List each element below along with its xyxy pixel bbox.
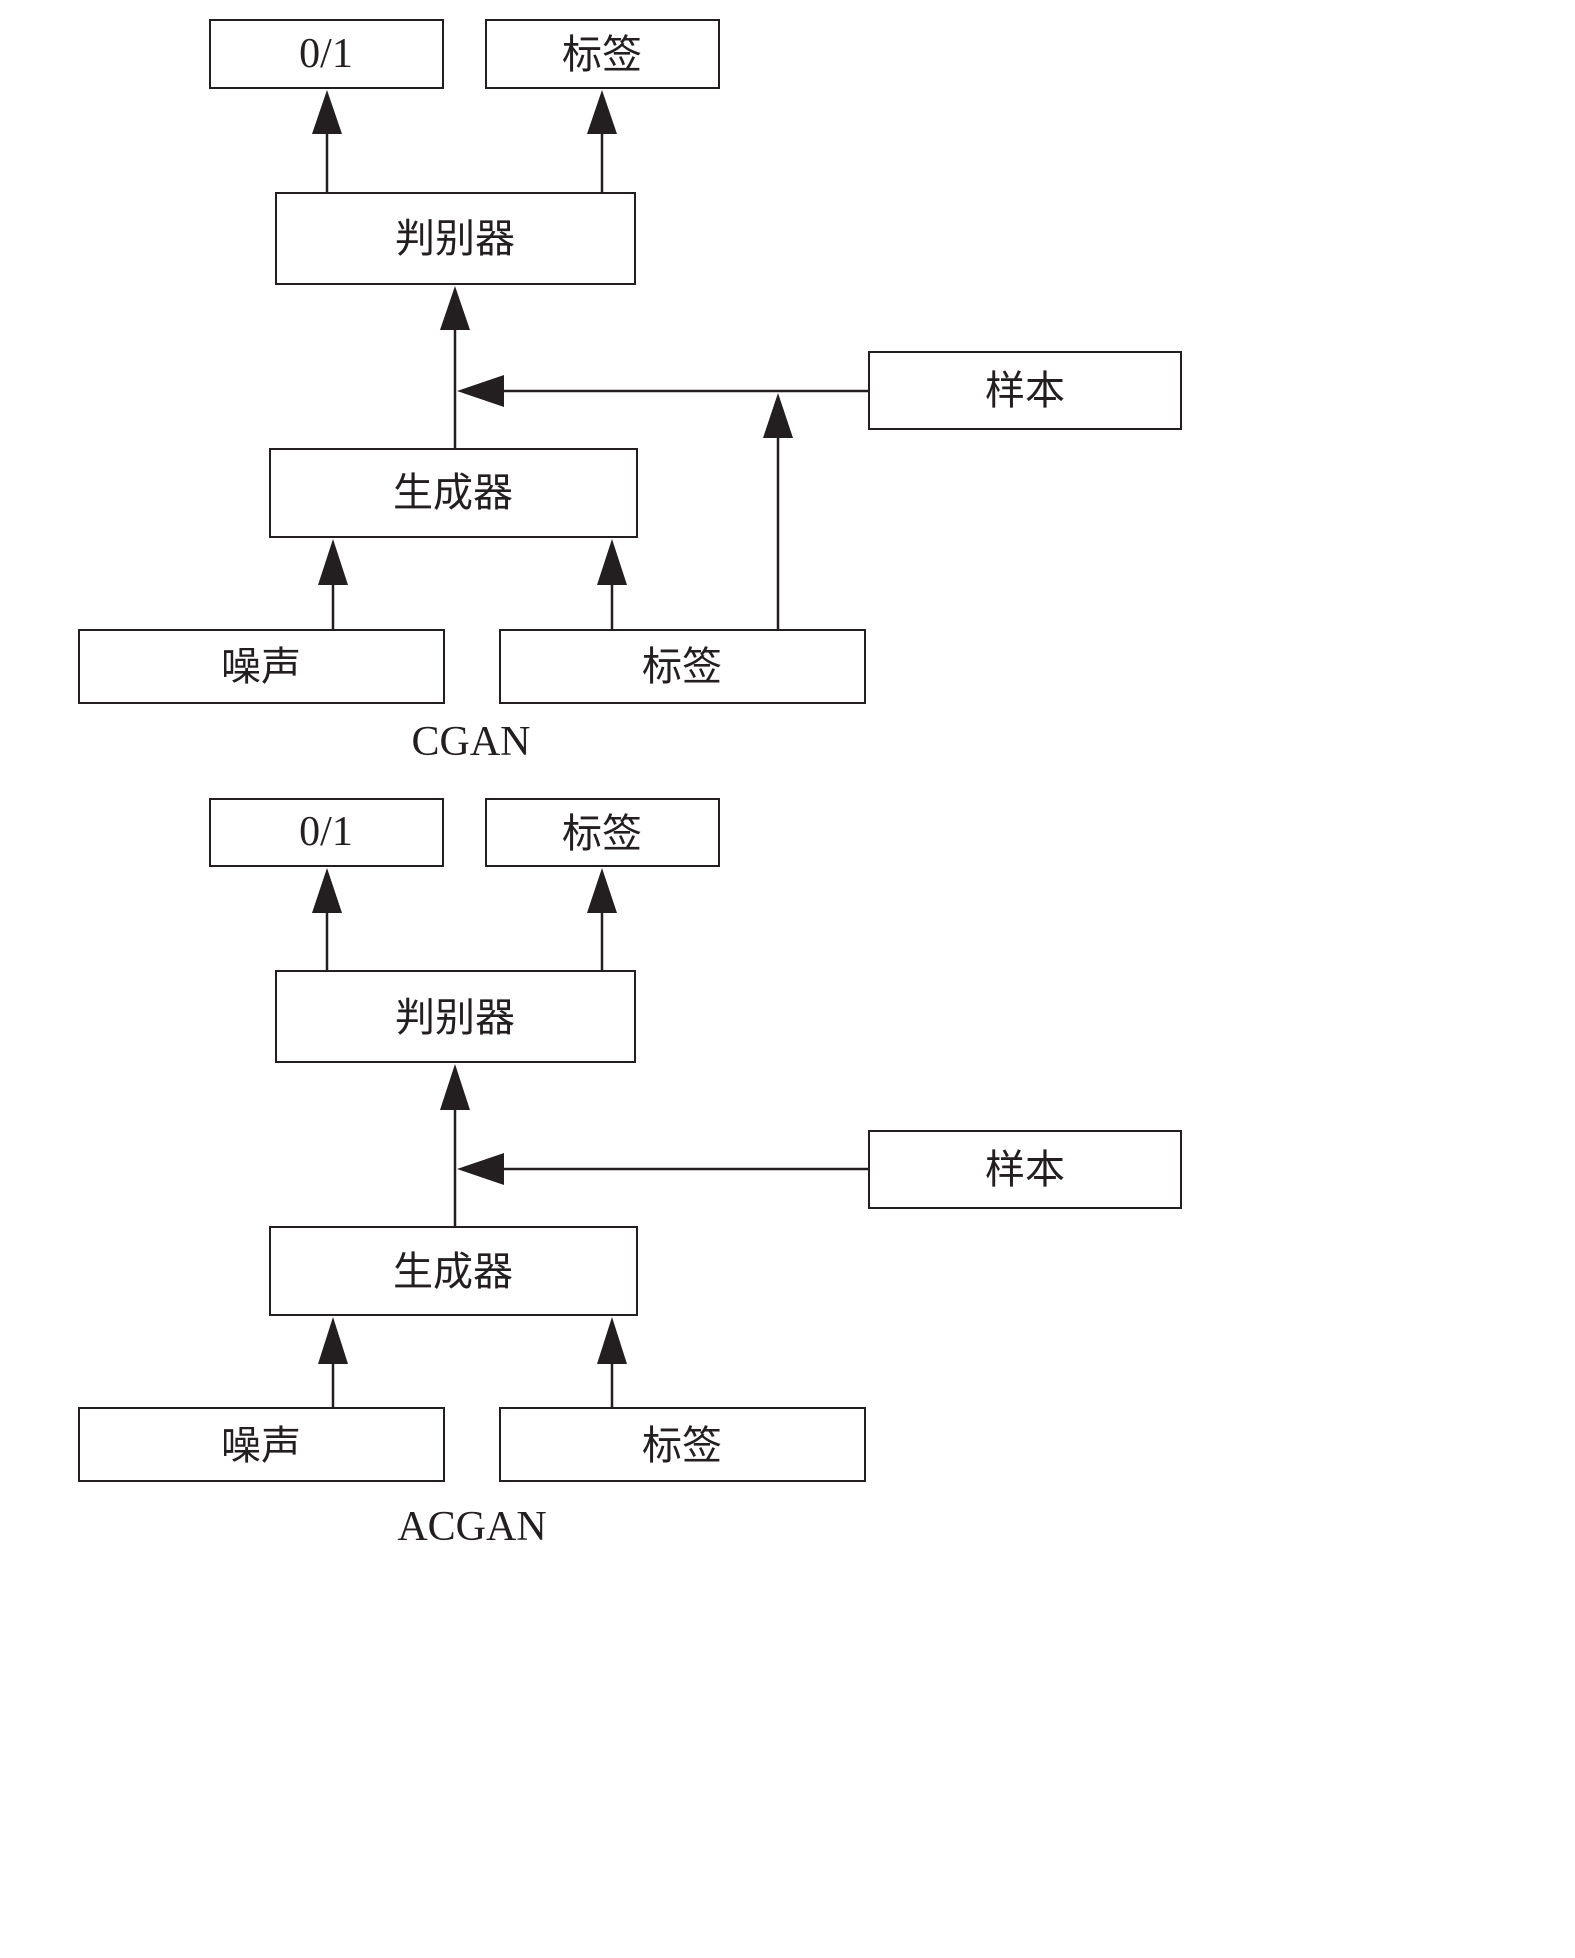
gan-architecture-diagrams: 0/1 标签 判别器 样本 生成器 噪声 标签 (78, 19, 1182, 1550)
cgan-input-label-box: 标签 (499, 629, 866, 704)
acgan-caption: ACGAN (397, 1504, 546, 1550)
acgan-discriminator-label: 判别器 (395, 995, 515, 1041)
acgan-noise-box: 噪声 (78, 1407, 445, 1482)
acgan-output-binary-label: 0/1 (299, 809, 353, 855)
acgan-generator-label: 生成器 (393, 1249, 513, 1295)
acgan-edge-disc-to-binary (312, 868, 342, 971)
cgan-noise-box: 噪声 (78, 629, 445, 704)
acgan-output-binary-box: 0/1 (209, 798, 444, 867)
cgan-edge-disc-to-label (587, 90, 617, 193)
acgan-discriminator-box: 判别器 (275, 970, 636, 1063)
arrowhead-up-icon (763, 393, 793, 438)
cgan-output-label-box: 标签 (485, 19, 720, 89)
arrowhead-up-icon (440, 1064, 470, 1110)
cgan-generator-box: 生成器 (269, 448, 638, 538)
cgan-diagram: 0/1 标签 判别器 样本 生成器 噪声 标签 (78, 19, 1182, 765)
cgan-caption: CGAN (411, 719, 530, 765)
arrowhead-up-icon (312, 90, 342, 134)
acgan-edge-noise-to-gen (318, 1317, 348, 1408)
cgan-edge-noise-to-gen (318, 539, 348, 630)
arrowhead-up-icon (597, 1317, 627, 1364)
cgan-input-label-text: 标签 (642, 644, 722, 690)
cgan-output-label-text: 标签 (562, 32, 642, 78)
acgan-input-label-text: 标签 (642, 1423, 722, 1469)
acgan-edge-sample-to-disc-path (457, 1153, 869, 1185)
cgan-noise-label: 噪声 (221, 644, 301, 690)
cgan-discriminator-box: 判别器 (275, 192, 636, 285)
cgan-edge-label-to-gen (597, 539, 627, 630)
acgan-edge-label-to-gen (597, 1317, 627, 1408)
arrowhead-up-icon (318, 1317, 348, 1364)
acgan-edge-gen-to-disc (440, 1064, 470, 1227)
arrowhead-left-icon (457, 375, 504, 407)
arrowhead-up-icon (312, 868, 342, 913)
acgan-noise-label: 噪声 (221, 1423, 301, 1469)
arrowhead-left-icon (457, 1153, 504, 1185)
acgan-sample-label: 样本 (985, 1147, 1065, 1193)
acgan-output-label-text: 标签 (562, 811, 642, 857)
cgan-output-binary-label: 0/1 (299, 31, 353, 77)
cgan-sample-label: 样本 (985, 368, 1065, 414)
cgan-edge-label-to-sample-line (763, 393, 793, 630)
arrowhead-up-icon (440, 286, 470, 330)
arrowhead-up-icon (587, 90, 617, 134)
cgan-output-binary-box: 0/1 (209, 19, 444, 89)
acgan-diagram: 0/1 标签 判别器 样本 生成器 噪声 标签 (78, 798, 1182, 1550)
acgan-output-label-box: 标签 (485, 798, 720, 867)
acgan-sample-box: 样本 (868, 1130, 1182, 1209)
cgan-generator-label: 生成器 (393, 470, 513, 516)
acgan-input-label-box: 标签 (499, 1407, 866, 1482)
cgan-discriminator-label: 判别器 (395, 216, 515, 262)
cgan-edge-gen-to-disc (440, 286, 470, 449)
cgan-edge-sample-to-disc-path (457, 375, 869, 407)
arrowhead-up-icon (318, 539, 348, 585)
cgan-edge-disc-to-binary (312, 90, 342, 193)
arrowhead-up-icon (587, 868, 617, 913)
arrowhead-up-icon (597, 539, 627, 585)
acgan-generator-box: 生成器 (269, 1226, 638, 1316)
cgan-sample-box: 样本 (868, 351, 1182, 430)
acgan-edge-disc-to-label (587, 868, 617, 971)
